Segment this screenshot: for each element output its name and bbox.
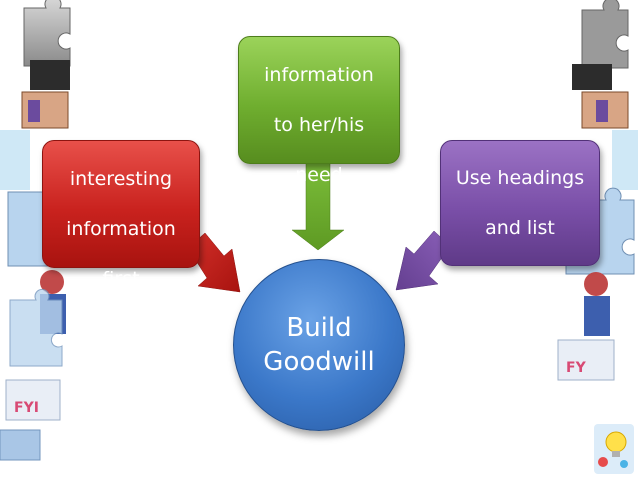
node-top-line: to her/his — [273, 113, 365, 136]
node-arrange-information: Arrange information to her/his need — [238, 14, 400, 186]
svg-text:FY: FY — [566, 360, 587, 376]
node-top-line: information — [264, 63, 374, 86]
node-center-line: Goodwill — [263, 347, 375, 377]
node-left-line: interesting — [69, 167, 173, 190]
node-right-line: Use headings — [455, 166, 585, 189]
node-top-line: Arrange — [281, 13, 357, 36]
node-build-goodwill: Build Goodwill — [233, 259, 405, 431]
node-left-line: information — [66, 217, 176, 240]
node-put-interesting-information-first: Put interesting information first — [42, 118, 200, 290]
node-top-line: need — [295, 163, 343, 186]
node-left-line: first — [102, 267, 140, 290]
svg-text:FYI: FYI — [14, 400, 39, 416]
node-use-headings-and-list: Use headings and list — [440, 140, 600, 266]
node-right-line: and list — [485, 216, 555, 239]
arrow-top-to-center — [291, 161, 345, 251]
node-left-line: Put — [105, 117, 137, 140]
arrow-right-to-center — [395, 230, 451, 291]
arrow-left-to-center — [187, 232, 241, 293]
node-center-line: Build — [286, 313, 352, 343]
lightbulb-icon — [594, 424, 634, 474]
